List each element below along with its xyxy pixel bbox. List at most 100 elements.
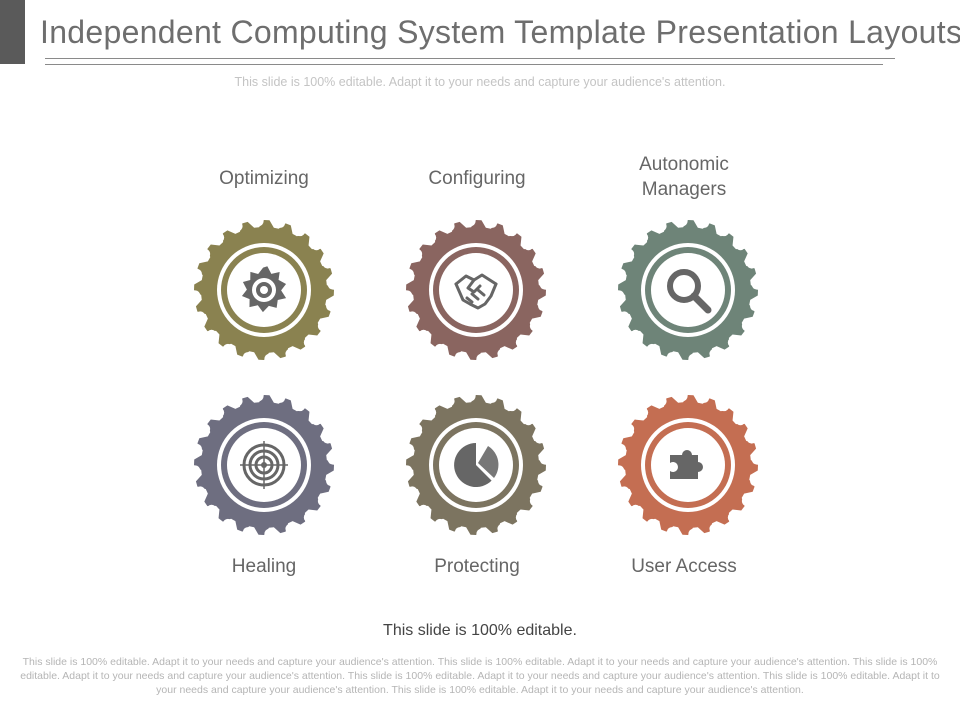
gear-notch [206,329,217,340]
gear-notch [751,454,761,465]
gear-notch [523,240,534,251]
gear-notch [735,240,746,251]
gear-notch [253,392,264,402]
gear-notch [418,504,429,515]
gear-label-protecting: Protecting [434,556,520,577]
gear-notch [403,268,414,279]
gear-notch [303,512,314,523]
gear-notch [412,423,423,434]
gear-notch [750,476,761,487]
gear-notch [264,528,275,538]
gear-notch [200,248,211,259]
gear-notch [656,396,667,407]
gear-notch [403,443,414,454]
gear-notch [539,279,549,290]
protecting-gear [403,392,549,538]
gear-notch [454,527,465,538]
gear-label-optimizing: Optimizing [219,168,309,189]
gear-notch [434,343,445,354]
gear-center [651,253,725,327]
gear-notch [476,528,487,538]
gear-notch [454,352,465,363]
gear-notch [750,301,761,312]
slide-subtitle: This slide is 100% editable. Adapt it to… [234,75,726,89]
puzzle-icon [670,450,703,479]
gear-notch [656,221,667,232]
gear-notch [624,423,635,434]
gear-notch [497,348,508,359]
gear-label-user-access: User Access [631,556,737,577]
gear-notch [326,476,337,487]
gear-notch [615,443,626,454]
gear-notch [735,415,746,426]
gear-notch [403,465,413,476]
gear-notch [444,396,455,407]
gear-notch [285,348,296,359]
gear-notch [206,504,217,515]
gear-notch [630,504,641,515]
editable-note: This slide is 100% editable. [383,622,577,639]
gear-notch [515,337,526,348]
gear-notch [275,392,286,403]
gear-notch [677,392,688,402]
gear-notch [327,454,337,465]
user-access-gear [615,392,761,538]
gear-notch [275,217,286,228]
gear-notch [539,454,549,465]
gear-notch [741,321,752,332]
gear-notch [515,512,526,523]
gear-notch [232,396,243,407]
magnifier-icon [667,269,712,314]
gear-notch [434,518,445,529]
gear-notch [709,348,720,359]
gear-notch [295,226,306,237]
gear-notch [751,279,761,290]
gear-notch [242,527,253,538]
gear-notch [746,433,757,444]
gear-notch [191,268,202,279]
gear-notch [412,248,423,259]
gear-notch [195,486,206,497]
healing-gear [191,392,337,538]
gear-notch [322,258,333,269]
gear-notch [638,407,649,418]
gear-notch [615,290,625,301]
gear-notch [242,352,253,363]
gear-notch [426,407,437,418]
body-text: This slide is 100% editable. Adapt it to… [20,656,940,696]
gear-notch [407,311,418,322]
gear-notch [195,311,206,322]
gear-notch [487,392,498,403]
gear-notch [619,486,630,497]
gear-notch [476,353,487,363]
target-icon [240,441,288,489]
gear-notch [200,423,211,434]
gear-notch [191,290,201,301]
gear-notch [317,321,328,332]
gear-notch [688,528,699,538]
title-accent-bar [0,0,25,64]
gear-notch [630,329,641,340]
gear-label-healing: Healing [231,556,297,577]
gear-notch [709,523,720,534]
gear-notch [719,226,730,237]
gear-notch [699,392,710,403]
gear-notch [746,258,757,269]
gear-notch [534,433,545,444]
gear-notch [497,523,508,534]
gear-notch [741,496,752,507]
gear-notch [285,523,296,534]
gear-notch [615,465,625,476]
slide-title: Independent Computing System Template Pr… [40,14,960,50]
handshake-icon [454,273,498,310]
gear-notch [727,337,738,348]
gear-notch [624,248,635,259]
gear-notch [619,311,630,322]
title-divider-secondary [45,64,883,65]
gear-notch [615,268,626,279]
gear-notch [444,221,455,232]
gear-notch [507,226,518,237]
gear-notch [191,443,202,454]
gear-notch [465,217,476,227]
